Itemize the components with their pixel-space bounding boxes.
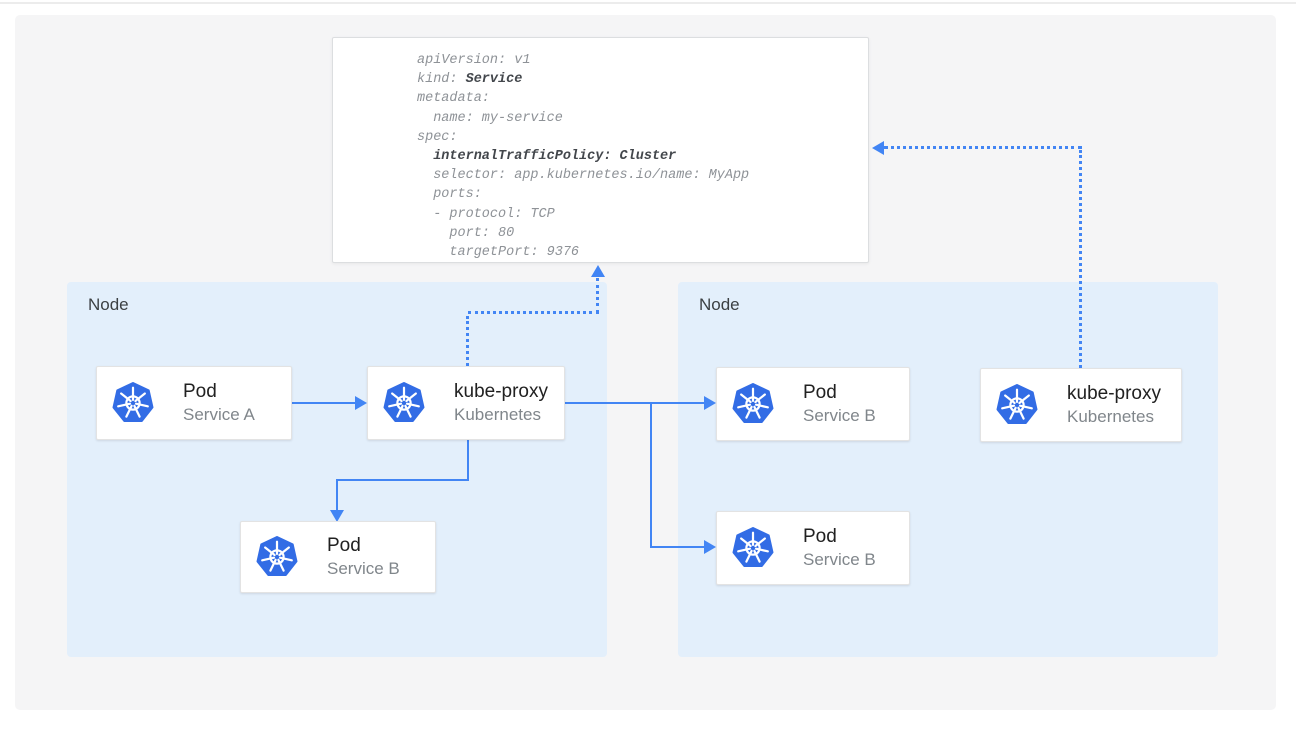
card-title: Pod — [803, 382, 837, 403]
yaml-line: name: my-service — [417, 110, 563, 126]
kubernetes-wheel-icon — [732, 383, 774, 425]
kubernetes-wheel-icon — [996, 384, 1038, 426]
yaml-line: apiVersion: v1 — [417, 53, 531, 68]
dotted-left-kubeproxy-up — [466, 316, 469, 366]
kubernetes-wheel-icon — [732, 527, 774, 569]
dotted-right-kubeproxy-up — [1079, 150, 1082, 368]
arrow-kubeproxy-down-line — [467, 440, 469, 481]
dotted-left-horizontal — [468, 311, 599, 314]
service-yaml-card: apiVersion: v1 kind: Service metadata: nam… — [332, 37, 869, 263]
kubernetes-wheel-icon — [112, 382, 154, 424]
pod-service-b-right-upper-card: Pod Service B — [716, 367, 910, 441]
kube-proxy-right-card: kube-proxy Kubernetes — [980, 368, 1182, 442]
card-subtitle: Service B — [327, 559, 400, 578]
arrow-poda-to-kubeproxy-line — [292, 402, 356, 404]
arrow-kubeproxy-left-line — [336, 479, 469, 481]
card-title: kube-proxy — [1067, 383, 1161, 404]
arrow-branch-vertical — [650, 402, 652, 547]
arrow-branch-to-podb2-head — [704, 540, 716, 554]
arrow-branch-to-podb2-line — [650, 546, 704, 548]
yaml-line: ports: — [417, 187, 482, 203]
yaml-line: port: 80 — [417, 225, 515, 241]
arrow-poda-to-kubeproxy-head — [355, 396, 367, 410]
yaml-code: apiVersion: v1 kind: Service metadata: nam… — [417, 51, 749, 262]
yaml-line: selector: app.kubernetes.io/name: MyApp — [417, 168, 750, 184]
card-title: Pod — [803, 526, 837, 547]
card-subtitle: Service A — [183, 405, 255, 424]
card-subtitle: Service B — [803, 406, 876, 425]
arrow-to-podb-left-line — [336, 479, 338, 511]
yaml-line: metadata: — [417, 91, 490, 107]
card-title: Pod — [327, 535, 361, 556]
dotted-right-arrowhead — [872, 141, 884, 155]
kubernetes-wheel-icon — [256, 536, 298, 578]
pod-service-b-left-card: Pod Service B — [240, 521, 436, 593]
card-title: Pod — [183, 381, 217, 402]
node-box-left: Node — [67, 282, 607, 657]
yaml-line: - protocol: TCP — [417, 206, 555, 222]
pod-service-b-right-lower-card: Pod Service B — [716, 511, 910, 585]
dotted-left-arrowhead — [591, 265, 605, 277]
node-label: Node — [699, 295, 740, 314]
card-subtitle: Kubernetes — [1067, 407, 1154, 426]
yaml-line: internalTrafficPolicy: Cluster — [433, 149, 677, 165]
yaml-line: spec: — [417, 129, 458, 145]
card-title: kube-proxy — [454, 381, 548, 402]
card-subtitle: Service B — [803, 550, 876, 569]
arrow-to-podb-left-head — [330, 510, 344, 522]
arrow-kubeproxy-to-podb1-line — [565, 402, 704, 404]
pod-service-a-card: Pod Service A — [96, 366, 292, 440]
kube-proxy-left-card: kube-proxy Kubernetes — [367, 366, 565, 440]
dotted-left-to-yaml — [596, 278, 599, 313]
node-label: Node — [88, 295, 129, 314]
node-box-right: Node — [678, 282, 1218, 657]
kubernetes-wheel-icon — [383, 382, 425, 424]
top-divider — [0, 2, 1296, 4]
arrow-kubeproxy-to-podb1-head — [704, 396, 716, 410]
yaml-line: kind: Service — [417, 72, 523, 88]
dotted-right-horizontal — [884, 146, 1082, 149]
yaml-line: targetPort: 9376 — [417, 245, 580, 261]
card-subtitle: Kubernetes — [454, 405, 541, 424]
